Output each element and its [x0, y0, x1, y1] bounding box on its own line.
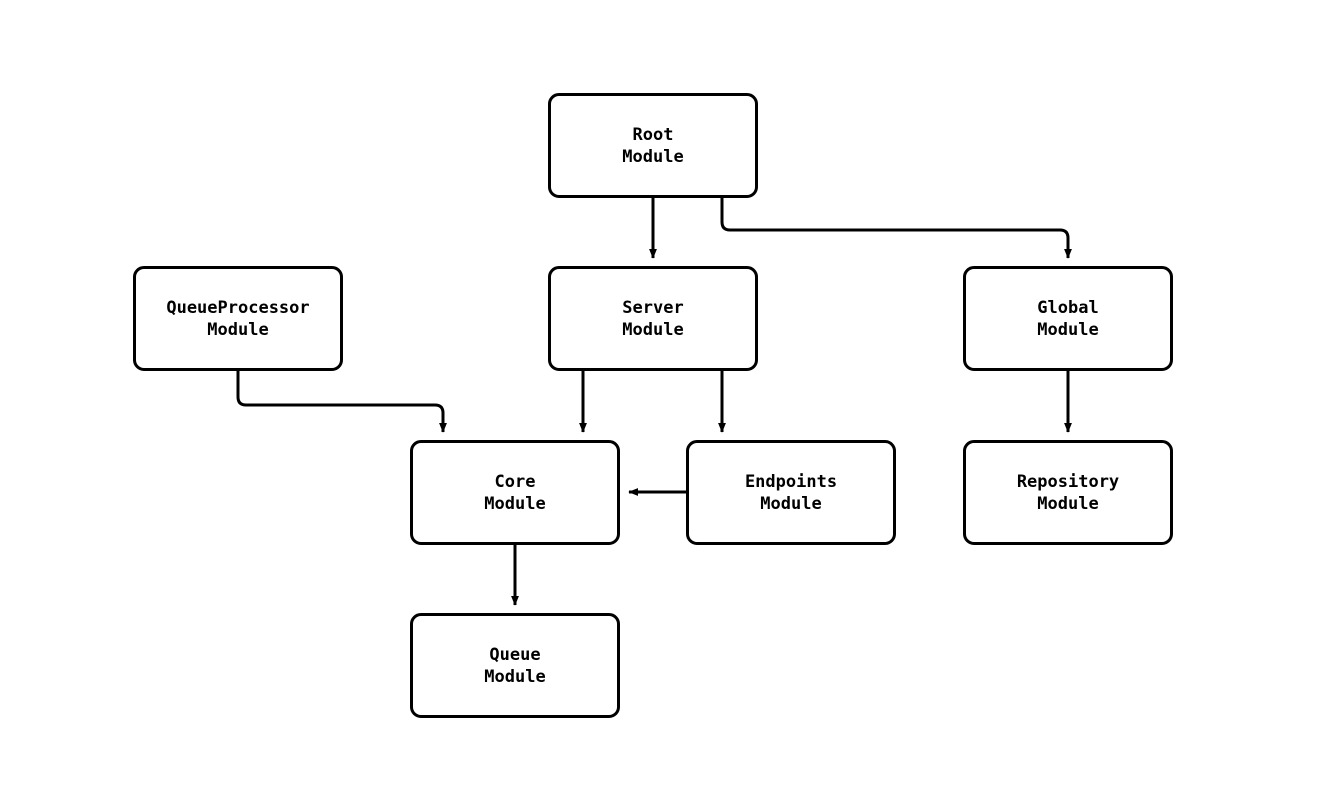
node-label-primary: Core: [494, 471, 536, 492]
node-label-secondary: Module: [622, 319, 684, 340]
node-label-primary: Server: [622, 297, 684, 318]
node-label-secondary: Module: [484, 493, 546, 514]
node-label-primary: Repository: [1016, 471, 1120, 492]
node-label-primary: Global: [1037, 297, 1099, 318]
node-label-primary: Queue: [489, 644, 541, 665]
node-label-secondary: Module: [484, 666, 546, 687]
edge-root-to-global: [720, 198, 1072, 259]
edge-paths: [236, 198, 1072, 606]
edge-queueprocessor-to-core: [236, 371, 447, 433]
node-label-secondary: Module: [207, 319, 269, 340]
node-label-secondary: Module: [622, 146, 684, 167]
node-label-primary: Endpoints: [744, 471, 838, 492]
node-label-primary: Root: [632, 124, 674, 145]
node-label-secondary: Module: [1037, 319, 1099, 340]
node-label-primary: QueueProcessor: [166, 297, 310, 318]
node-label-secondary: Module: [760, 493, 822, 514]
node-label-secondary: Module: [1037, 493, 1099, 514]
